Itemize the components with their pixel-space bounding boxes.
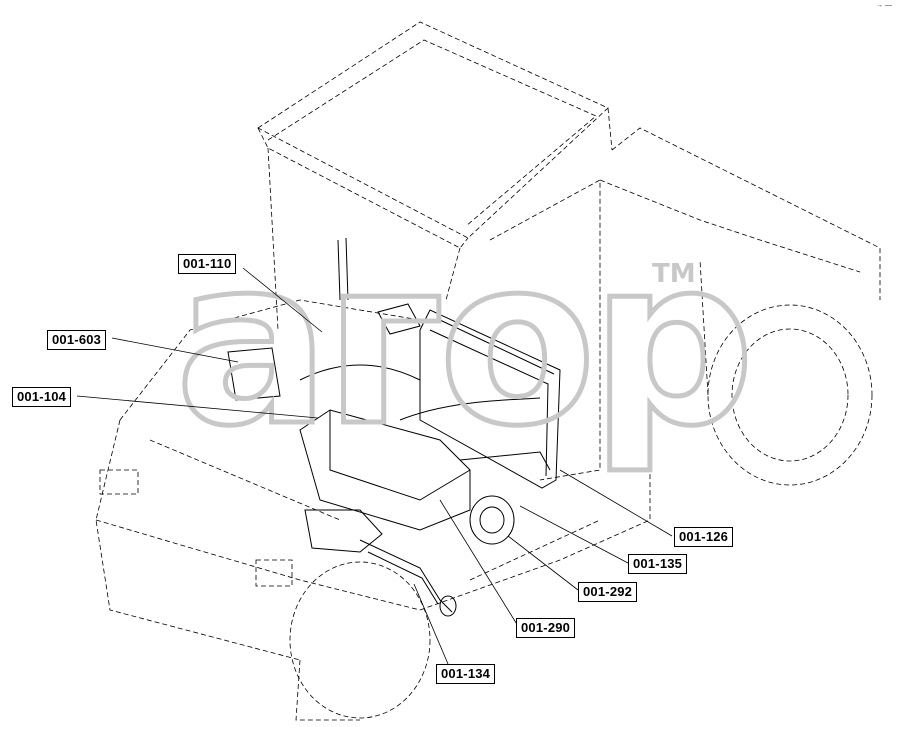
leader-001-134	[413, 583, 449, 665]
leader-001-292	[507, 535, 579, 591]
leader-001-135	[519, 505, 629, 564]
corner-mark: → —	[876, 2, 892, 9]
callout-001-110[interactable]: 001-110	[178, 254, 237, 274]
callout-001-135[interactable]: 001-135	[628, 554, 688, 574]
callout-001-603[interactable]: 001-603	[47, 330, 107, 350]
watermark-logo: агор TM	[173, 208, 758, 480]
leader-001-603	[111, 337, 239, 363]
leader-lines	[76, 267, 673, 665]
machine-outline	[95, 21, 881, 721]
engine-assembly	[227, 237, 561, 617]
callout-001-290[interactable]: 001-290	[516, 618, 576, 638]
watermark-tm: TM	[652, 259, 696, 289]
leader-001-126	[559, 469, 673, 537]
callout-001-126[interactable]: 001-126	[674, 527, 734, 547]
leader-001-290	[439, 499, 519, 627]
leader-001-104	[76, 395, 319, 419]
callout-001-134[interactable]: 001-134	[436, 664, 496, 684]
leader-001-110	[242, 267, 323, 333]
callout-001-104[interactable]: 001-104	[12, 387, 72, 407]
callout-001-292[interactable]: 001-292	[578, 582, 638, 602]
watermark-text: агор	[175, 210, 749, 477]
